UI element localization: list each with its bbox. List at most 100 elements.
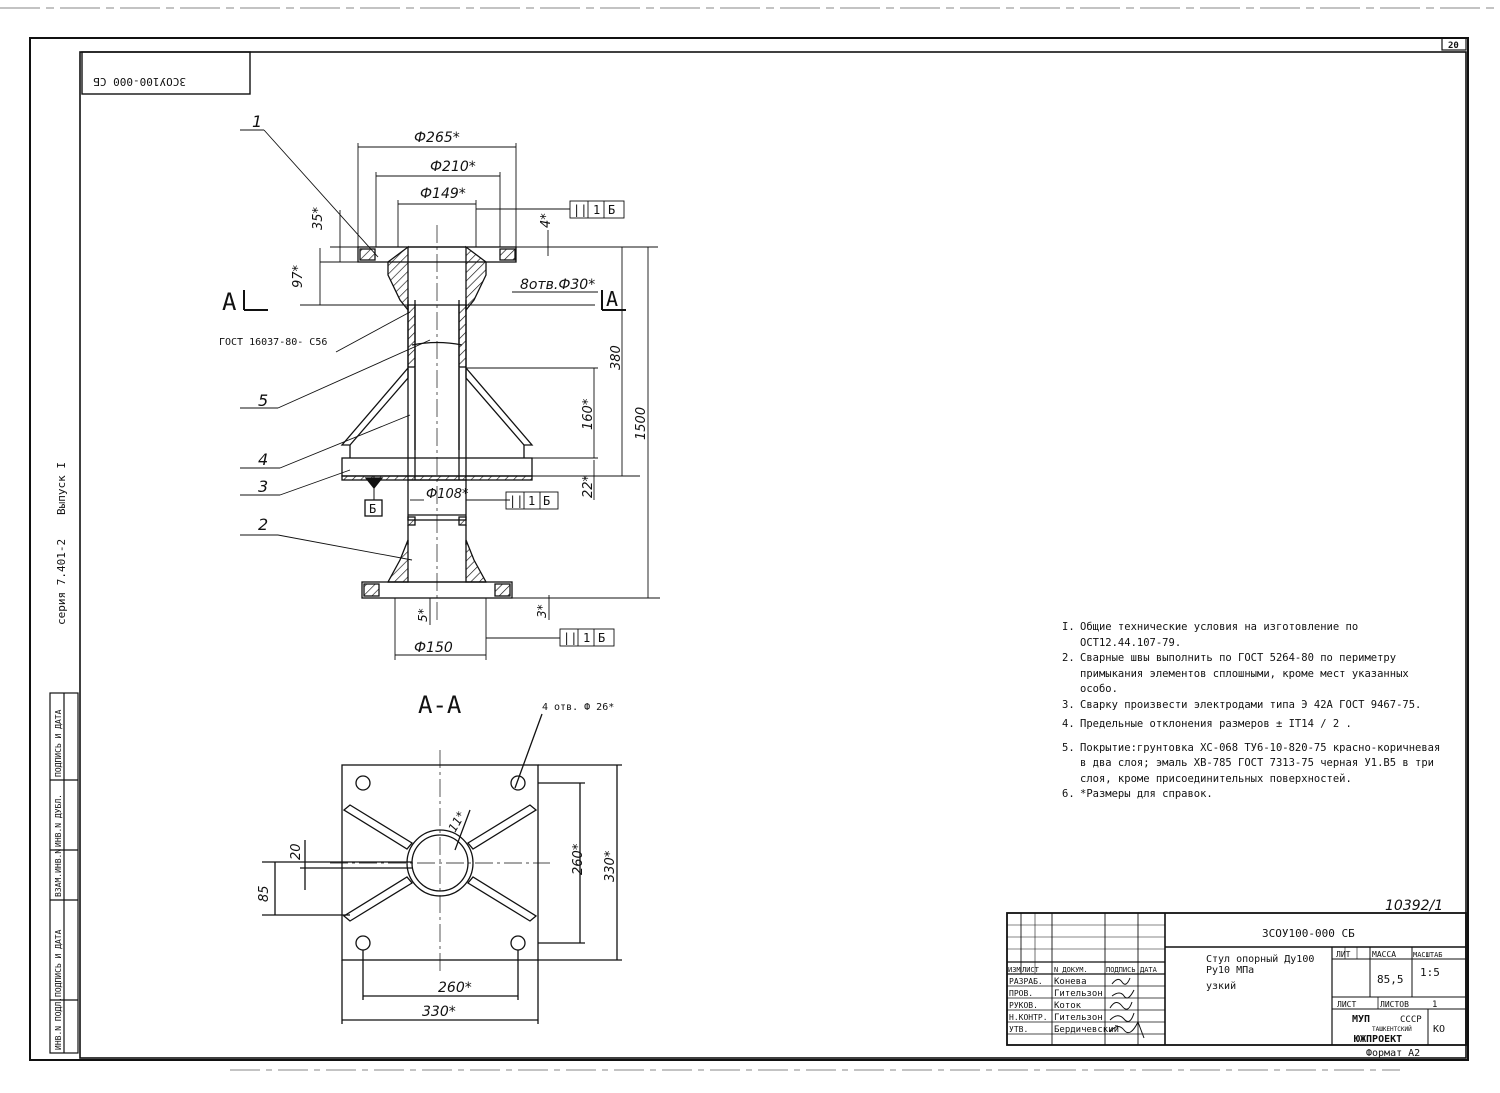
org-line-1: МУП <box>1352 1014 1370 1025</box>
note-text: Общие технические условия на изготовлени… <box>1080 621 1359 649</box>
tolerance-datum: Б <box>543 494 550 508</box>
callout-5: 5 <box>258 391 268 410</box>
note-6: 6. *Размеры для справок. <box>1062 787 1442 803</box>
person-approve: Бердичевский <box>1054 1025 1119 1035</box>
tolerance-value: 1 <box>593 203 600 217</box>
sheet-frame <box>0 7 1500 1071</box>
org-line-2: СССР <box>1400 1015 1422 1025</box>
tolerance-frame-middle: || 1 Б <box>509 494 550 508</box>
tolerance-value: 1 <box>528 494 535 508</box>
note-text: Сварные швы выполнить по ГОСТ 5264-80 по… <box>1080 652 1409 695</box>
tolerance-datum: Б <box>598 631 605 645</box>
dim-d149: Ф149* <box>420 186 466 202</box>
rotated-code: 3СОУ100-000 СБ <box>93 75 186 88</box>
note-2: 2. Сварные швы выполнить по ГОСТ 5264-80 … <box>1062 651 1442 698</box>
dim-h1500: 1500 <box>634 407 649 440</box>
main-view <box>340 225 534 620</box>
series-label: серия 7.401-2 <box>55 539 68 625</box>
note-text: *Размеры для справок. <box>1080 788 1213 800</box>
dim-d330v: 330* <box>603 850 618 882</box>
note-number: 6. <box>1062 788 1075 800</box>
person-check: Гительзон <box>1054 989 1103 999</box>
dim-d330h: 330* <box>422 1004 456 1020</box>
callout-3: 3 <box>258 477 268 496</box>
note-text: Предельные отклонения размеров ± IT14 / … <box>1080 718 1352 730</box>
side-stamp <box>49 692 79 1054</box>
title-name-line-1: Стул опорный Ду100 <box>1206 953 1314 965</box>
org-line-3: ТАШКЕНТСКИЙ <box>1372 1026 1412 1033</box>
tolerance-symbol: || <box>573 203 587 217</box>
dim-d210: Ф210* <box>430 159 476 175</box>
note-5: 5.Покрытие:грунтовка ХС-068 ТУ6-10-820-7… <box>1062 741 1442 788</box>
head-col-doc: N ДОКУМ. <box>1054 966 1088 974</box>
dim-h5: 5* <box>416 608 430 622</box>
dim-h380: 380 <box>609 345 624 370</box>
gost-label: ГОСТ 16037-80- С56 <box>219 337 327 348</box>
note-text: Покрытие:грунтовка ХС-068 ТУ6-10-820-75 … <box>1080 741 1441 785</box>
head-col-date: ДАТА <box>1140 966 1158 974</box>
callout-2: 2 <box>258 515 268 534</box>
head-col-sign: ПОДПИСЬ <box>1106 966 1136 974</box>
note-3: 3.Сварку произвести электродами типа Э 4… <box>1062 698 1442 714</box>
role-check: ПРОВ. <box>1009 989 1033 998</box>
role-develop: РАЗРАБ. <box>1009 977 1043 986</box>
dim-d265: Ф265* <box>414 130 460 146</box>
side-stamp-col-3: ВЗАМ.ИНВ.N <box>54 849 63 897</box>
note-number: 4. <box>1062 718 1075 730</box>
section-marker-right: А <box>606 287 618 311</box>
title-block <box>1006 912 1467 1046</box>
role-norm: Н.КОНТР. <box>1009 1013 1048 1022</box>
dim-holes: 8отв.Ф30* <box>520 277 595 293</box>
note-number: 2. <box>1062 652 1075 664</box>
dim-d85: 85 <box>257 885 272 902</box>
side-stamp-col-5: ПОДПИСЬ И ДАТА <box>54 709 63 777</box>
datum-b-label: Б <box>369 502 376 516</box>
note-4: 4. Предельные отклонения размеров ± IT14 … <box>1062 717 1442 733</box>
dim-h3: 3* <box>535 604 549 618</box>
tolerance-frame-top: || 1 Б <box>573 203 615 217</box>
sheets-label: ЛИСТОВ <box>1380 1000 1409 1009</box>
archive-number: 10392/1 <box>1385 898 1443 914</box>
mass-label: МАССА <box>1372 950 1396 959</box>
format-label: Формат А2 <box>1366 1048 1420 1059</box>
dim-d108: Ф108* <box>426 487 469 502</box>
dim-h160: 160* <box>581 398 596 430</box>
callout-4: 4 <box>258 450 268 469</box>
dim-h97: 97* <box>291 264 306 288</box>
main-view-dimensions <box>240 129 660 660</box>
section-title: А-А <box>418 691 462 719</box>
technical-notes: I.Общие технические условия на изготовле… <box>1062 620 1442 803</box>
org-line-4: ЮЖПРОЕКТ <box>1354 1034 1402 1045</box>
section-view <box>262 713 622 1024</box>
head-col-izm: ИЗМ <box>1008 966 1021 974</box>
dim-d150: Ф150 <box>414 640 453 656</box>
person-develop: Конева <box>1054 977 1087 987</box>
tolerance-datum: Б <box>608 203 615 217</box>
tolerance-value: 1 <box>583 631 590 645</box>
tolerance-symbol: || <box>509 494 523 508</box>
sheet-number: 20 <box>1448 41 1459 51</box>
issue-label: Выпуск I <box>55 462 68 515</box>
scale-label: МАСШТАБ <box>1413 951 1443 959</box>
dim-h35: 35* <box>311 206 326 230</box>
tolerance-symbol: || <box>563 631 577 645</box>
lit-label: ЛИТ <box>1336 950 1351 959</box>
dim-d20: 20 <box>289 843 304 860</box>
role-approve: УТВ. <box>1009 1025 1028 1034</box>
note-text: Сварку произвести электродами типа Э 42А… <box>1080 698 1422 711</box>
title-designation: 3СОУ100-000 СБ <box>1262 927 1355 940</box>
side-stamp-col-1: ИНВ.N ПОДЛ. <box>54 997 63 1050</box>
dim-d260v: 260* <box>571 843 586 875</box>
sheet-label: ЛИСТ <box>1337 1000 1356 1009</box>
sheets-value: 1 <box>1432 1000 1437 1010</box>
tolerance-frame-bottom: || 1 Б <box>563 631 605 645</box>
note-1: I.Общие технические условия на изготовле… <box>1062 620 1442 651</box>
scale-value: 1:5 <box>1420 966 1440 979</box>
holes-label: 4 отв. Ф 26* <box>542 702 614 713</box>
side-stamp-col-4: ИНВ.N ДУБЛ. <box>54 794 63 847</box>
dim-h4: 4* <box>539 213 554 228</box>
title-name-line-3: узкий <box>1206 980 1236 992</box>
org-code: КО <box>1433 1024 1445 1035</box>
callout-1: 1 <box>252 112 262 131</box>
